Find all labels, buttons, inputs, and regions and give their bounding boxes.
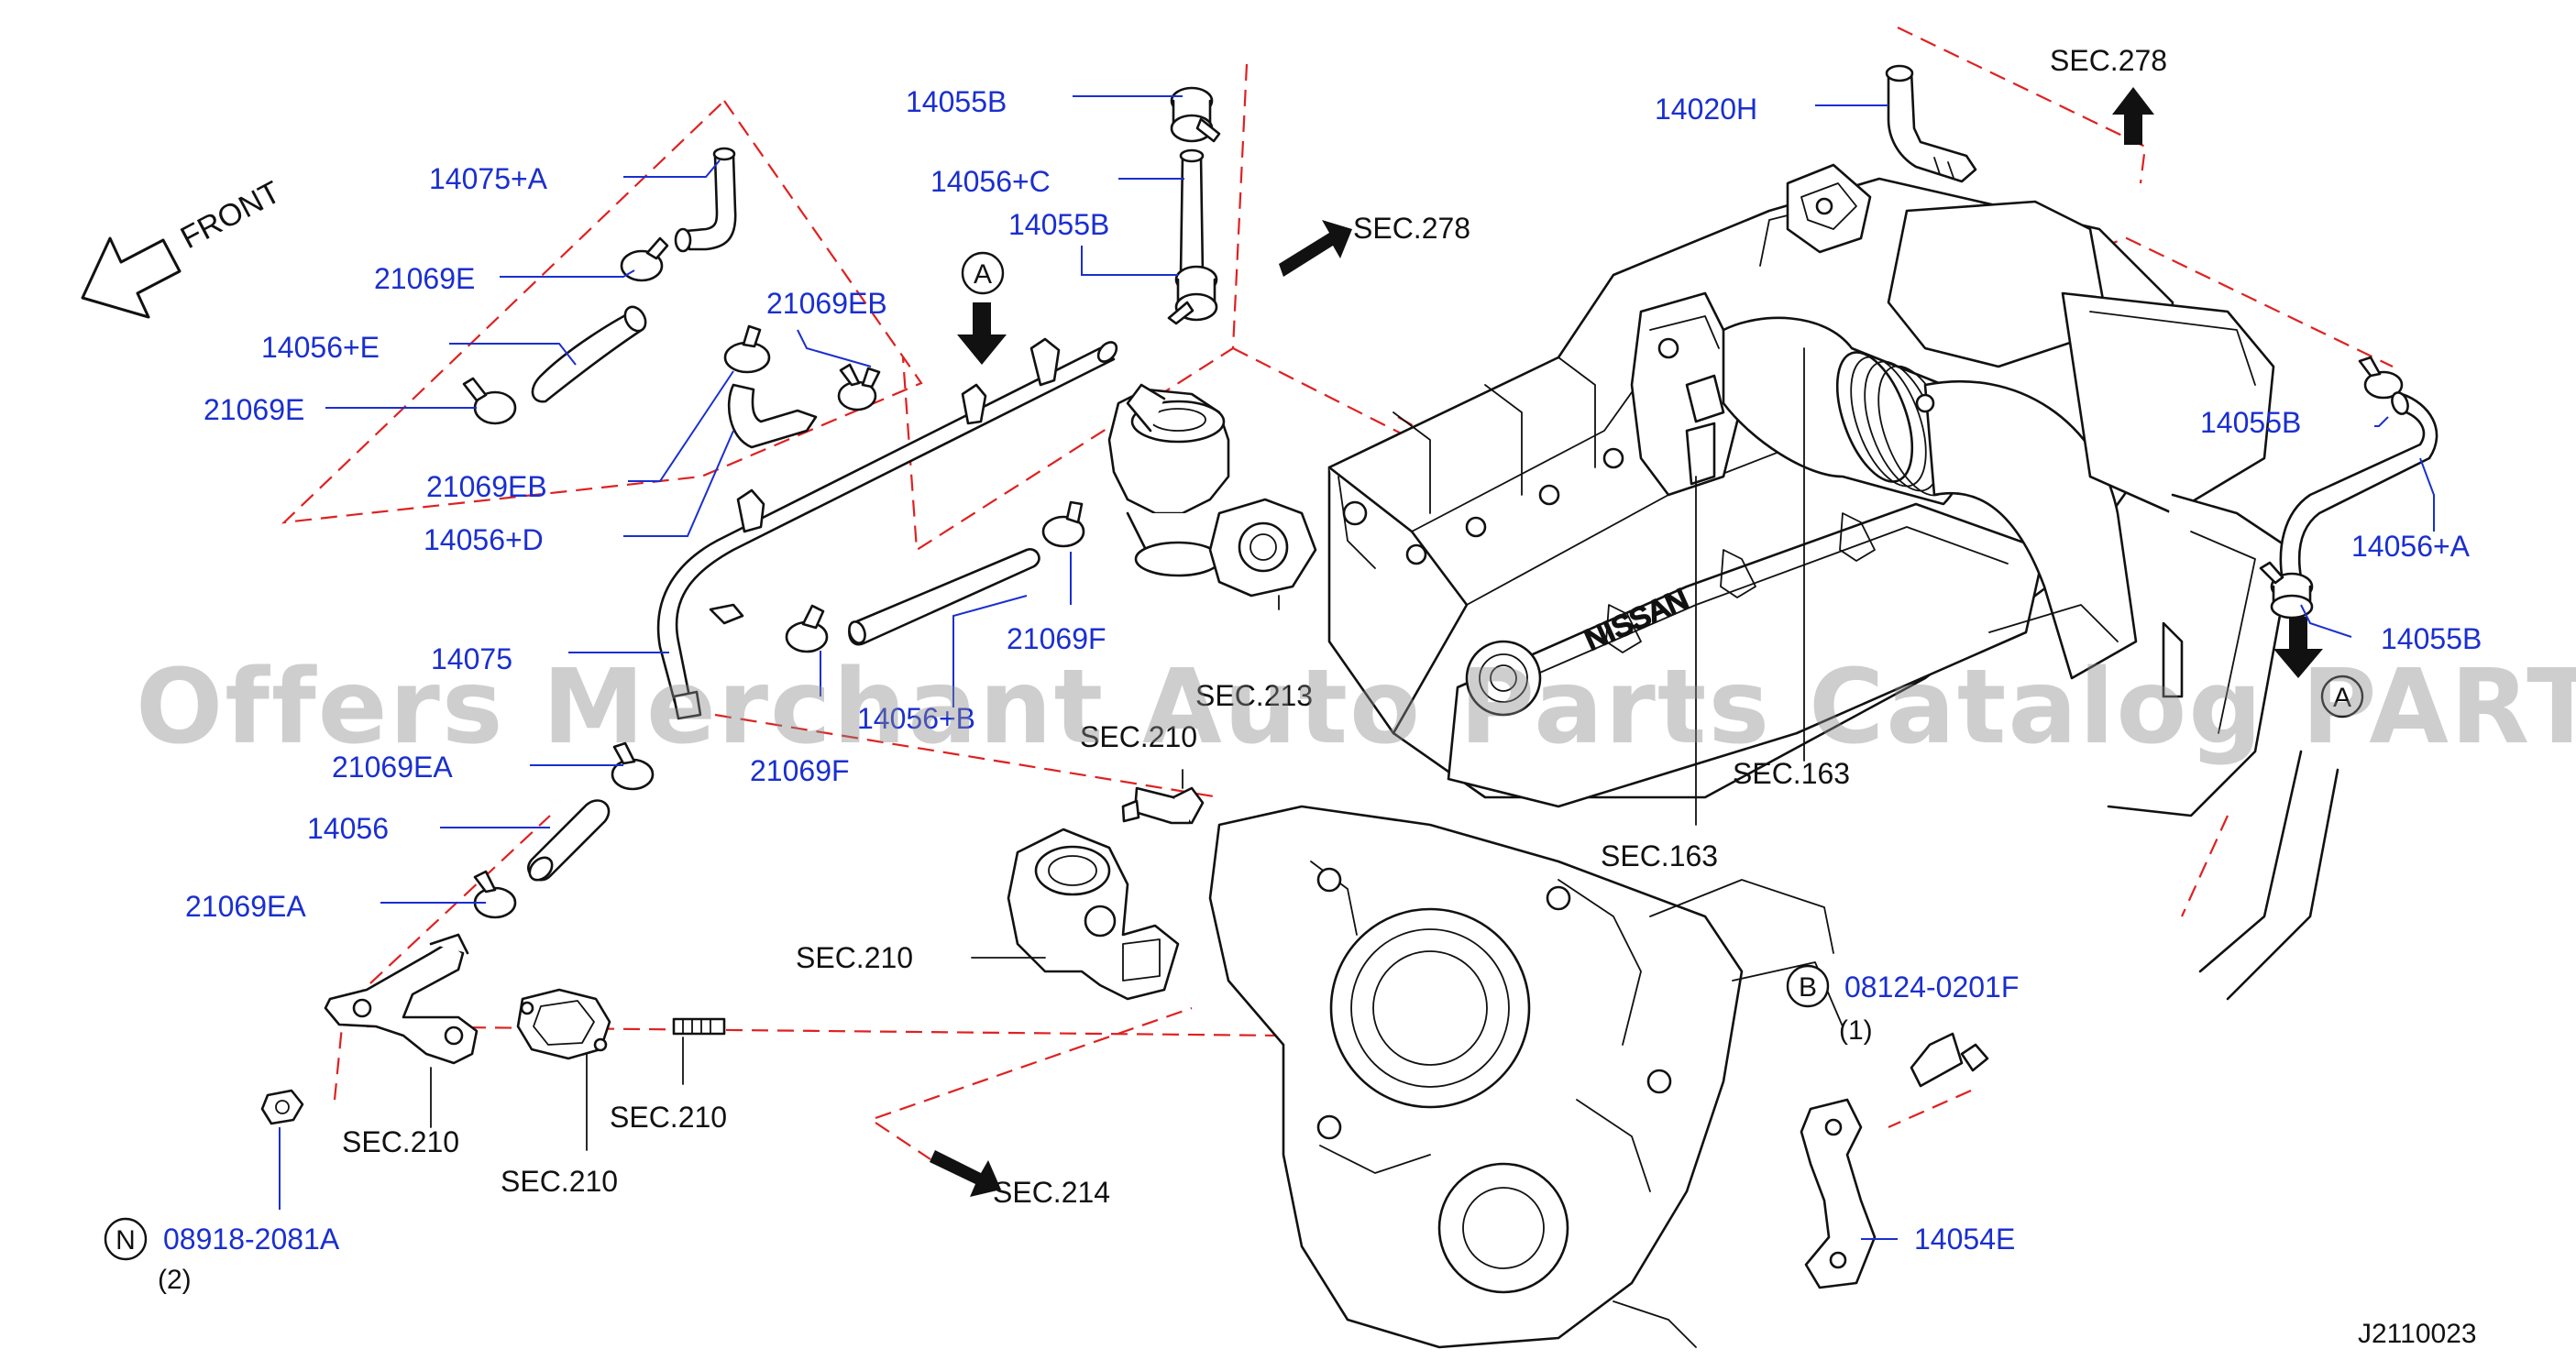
quantity-08124: (1) xyxy=(1839,1015,1873,1046)
part-label-14054e[interactable]: 14054E xyxy=(1914,1223,2015,1256)
part-label-14056c[interactable]: 14056+C xyxy=(930,165,1051,198)
part-label-21069e[interactable]: 21069E xyxy=(374,262,475,295)
section-ref-210[interactable]: SEC.210 xyxy=(501,1165,618,1198)
part-label-21069eb[interactable]: 21069EB xyxy=(766,287,887,320)
part-label-14075[interactable]: 14075 xyxy=(431,642,512,675)
svg-text:A: A xyxy=(2333,683,2351,713)
callout-badge-n: N xyxy=(104,1217,148,1261)
front-arrow-icon xyxy=(81,236,182,319)
svg-text:A: A xyxy=(974,259,992,290)
part-label-14056a[interactable]: 14056+A xyxy=(2351,530,2471,563)
top-right-parts xyxy=(1885,64,2438,620)
engine-assembly xyxy=(1327,163,2339,1001)
section-ref-210[interactable]: SEC.210 xyxy=(1080,720,1197,753)
part-label-21069f[interactable]: 21069F xyxy=(750,754,850,787)
part-label-14055b[interactable]: 14055B xyxy=(2381,622,2482,655)
part-label-14056e[interactable]: 14056+E xyxy=(261,331,380,364)
section-ref-163[interactable]: SEC.163 xyxy=(1601,839,1718,872)
section-ref-210[interactable]: SEC.210 xyxy=(796,941,913,974)
leader-lines xyxy=(279,95,2435,1240)
part-label-08124-0201f[interactable]: 08124-0201F xyxy=(1844,971,2019,1004)
transmission-case xyxy=(1208,805,1844,1349)
callout-badge-a-left: A xyxy=(961,251,1005,295)
part-label-08918-2081a[interactable]: 08918-2081A xyxy=(163,1223,340,1256)
part-label-21069f[interactable]: 21069F xyxy=(1007,622,1106,655)
quantity-08918: (2) xyxy=(158,1265,192,1295)
section-ref-163[interactable]: SEC.163 xyxy=(1733,757,1850,790)
part-number-labels: 14055B 14056+C 14055B 14075+A 21069E 140… xyxy=(163,85,2482,1256)
down-arrow-icon xyxy=(2273,617,2323,678)
svg-text:B: B xyxy=(1799,972,1817,1003)
section-ref-214[interactable]: SEC.214 xyxy=(993,1176,1110,1209)
bracket-parts xyxy=(1800,1032,1989,1289)
part-label-14055b[interactable]: 14055B xyxy=(906,85,1007,118)
part-label-14055b[interactable]: 14055B xyxy=(2200,406,2301,439)
section-ref-210[interactable]: SEC.210 xyxy=(610,1101,727,1134)
part-label-14056b[interactable]: 14056+B xyxy=(857,702,975,735)
section-ref-278[interactable]: SEC.278 xyxy=(2050,44,2167,77)
callout-badge-a-right: A xyxy=(2320,675,2364,718)
direction-arrows xyxy=(81,87,2323,1197)
part-label-21069e[interactable]: 21069E xyxy=(204,393,304,426)
part-label-21069ea[interactable]: 21069EA xyxy=(185,890,306,923)
part-label-14055b[interactable]: 14055B xyxy=(1008,208,1109,241)
part-label-21069eb[interactable]: 21069EB xyxy=(426,470,547,503)
part-label-21069ea[interactable]: 21069EA xyxy=(332,751,453,784)
svg-text:N: N xyxy=(116,1225,136,1256)
top-center-hoses xyxy=(1007,86,1317,1001)
hose-pipes-left xyxy=(260,147,1118,1125)
front-direction-label: FRONT xyxy=(175,175,286,257)
up-right-arrow-icon xyxy=(1279,220,1352,277)
callout-badge-b: B xyxy=(1786,964,1830,1008)
part-label-14020h[interactable]: 14020H xyxy=(1655,93,1757,126)
down-arrow-icon xyxy=(957,302,1007,365)
section-ref-213[interactable]: SEC.213 xyxy=(1195,679,1313,712)
section-ref-210[interactable]: SEC.210 xyxy=(342,1125,459,1158)
drawing-code: J2110023 xyxy=(2358,1319,2477,1349)
part-label-14056[interactable]: 14056 xyxy=(307,812,389,845)
section-reference-labels: SEC.278 SEC.278 SEC.213 SEC.210 SEC.210 … xyxy=(342,44,2167,1209)
part-label-14075a[interactable]: 14075+A xyxy=(429,162,548,195)
callout-badges: A A B N xyxy=(104,251,2364,1261)
section-ref-278[interactable]: SEC.278 xyxy=(1353,212,1470,245)
watermark-text: Offers Merchant Auto Parts Catalog PARTS… xyxy=(136,648,2576,767)
part-label-14056d[interactable]: 14056+D xyxy=(424,523,544,556)
quantity-labels: (1) (2) xyxy=(158,1015,1873,1295)
down-right-arrow-icon xyxy=(930,1150,1001,1197)
up-arrow-icon xyxy=(2112,87,2154,145)
